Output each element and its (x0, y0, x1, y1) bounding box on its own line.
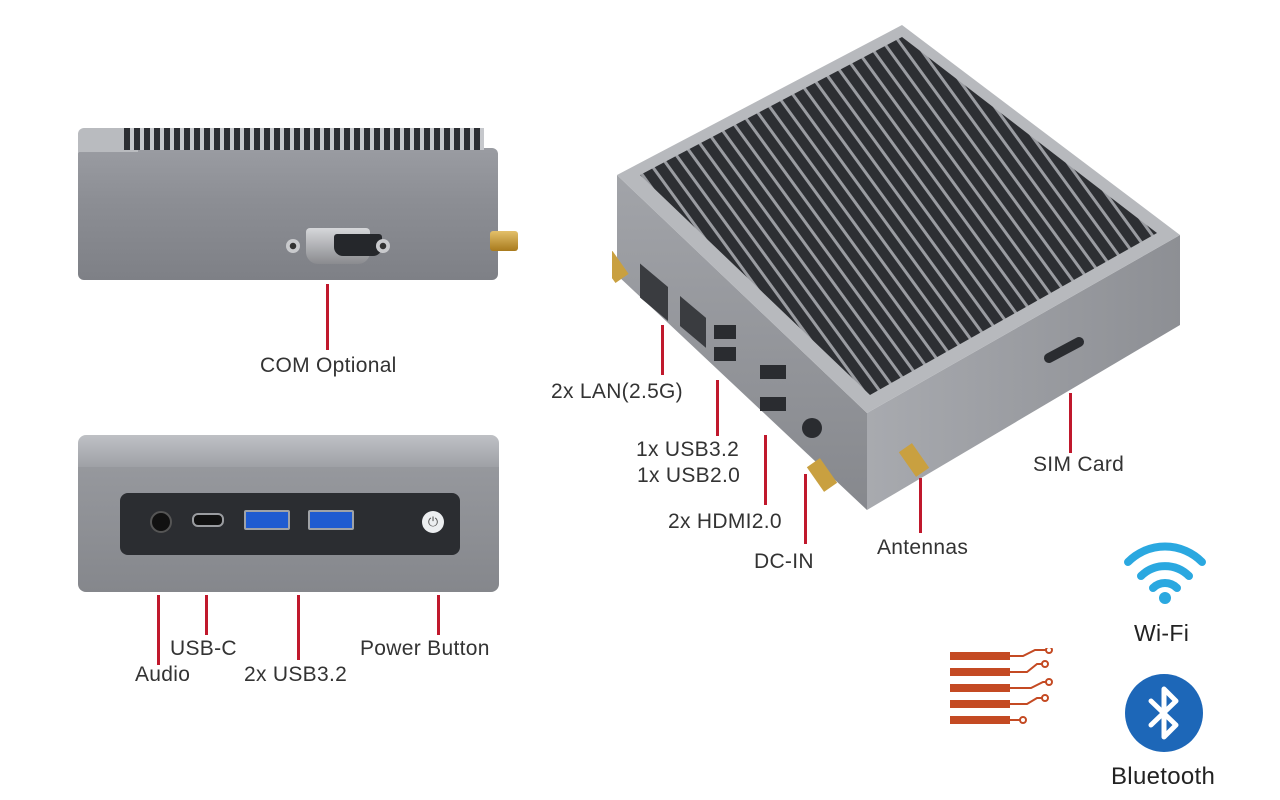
top-heatsink-fins (640, 37, 1157, 395)
dcin-label: DC-IN (754, 550, 814, 573)
wifi-icon (1124, 542, 1206, 604)
back-chassis (78, 148, 498, 280)
screw (376, 239, 390, 253)
usb-leader (716, 380, 719, 436)
lan-port (680, 296, 706, 348)
antennas-leader (919, 478, 922, 533)
sim-label: SIM Card (1033, 453, 1125, 476)
power-icon: ⏻ (422, 511, 444, 533)
usb-port (714, 325, 736, 339)
usb-a-port (244, 510, 290, 530)
usb-port (714, 347, 736, 361)
audio-jack (150, 511, 172, 533)
usb-a-port (308, 510, 354, 530)
back-heatsink-fins (124, 128, 484, 150)
hdmi-port (760, 397, 786, 411)
usb32-label: 1x USB3.2 (636, 438, 740, 461)
front-usb-label: 2x USB3.2 (244, 663, 348, 686)
antenna-connector (806, 458, 838, 492)
usbc-leader (205, 595, 208, 635)
hdmi-leader (764, 435, 767, 505)
usb20-label: 1x USB2.0 (637, 464, 741, 487)
front-view-image: ⏻ (78, 435, 499, 592)
power-label: Power Button (360, 637, 490, 660)
dcin-leader (804, 474, 807, 544)
lan-port (640, 263, 668, 321)
antenna-connector (612, 250, 629, 284)
antenna-connector (898, 443, 930, 477)
hdmi-port (760, 365, 786, 379)
heatpipe-icon (950, 648, 1053, 724)
front-top-cover (78, 435, 499, 467)
bluetooth-label: Bluetooth (1111, 763, 1216, 790)
com-port-pins (334, 234, 382, 256)
usbc-label: USB-C (170, 637, 237, 660)
audio-leader (157, 595, 160, 665)
lan-label: 2x LAN(2.5G) (551, 380, 683, 403)
lan-leader (661, 325, 664, 375)
right-face (867, 235, 1180, 510)
screw (286, 239, 300, 253)
com-port-shell (306, 228, 382, 264)
sim-leader (1069, 393, 1072, 453)
sim-slot (1043, 337, 1085, 363)
power-leader (437, 595, 440, 635)
isometric-view-image (612, 25, 1180, 510)
front-io-panel: ⏻ (120, 493, 460, 555)
com-label: COM Optional (260, 354, 397, 377)
wifi-label: Wi-Fi (1134, 620, 1190, 646)
com-port (286, 228, 391, 264)
dc-in-port (802, 418, 822, 438)
antenna-connector (490, 231, 518, 251)
bluetooth-icon (1125, 674, 1203, 752)
hdmi-label: 2x HDMI2.0 (668, 510, 782, 533)
audio-label: Audio (135, 663, 191, 686)
back-view-image (78, 128, 518, 280)
usb-c-port (192, 513, 224, 527)
front-usb-leader (297, 595, 300, 660)
com-leader (326, 284, 329, 350)
antennas-label: Antennas (877, 536, 969, 559)
